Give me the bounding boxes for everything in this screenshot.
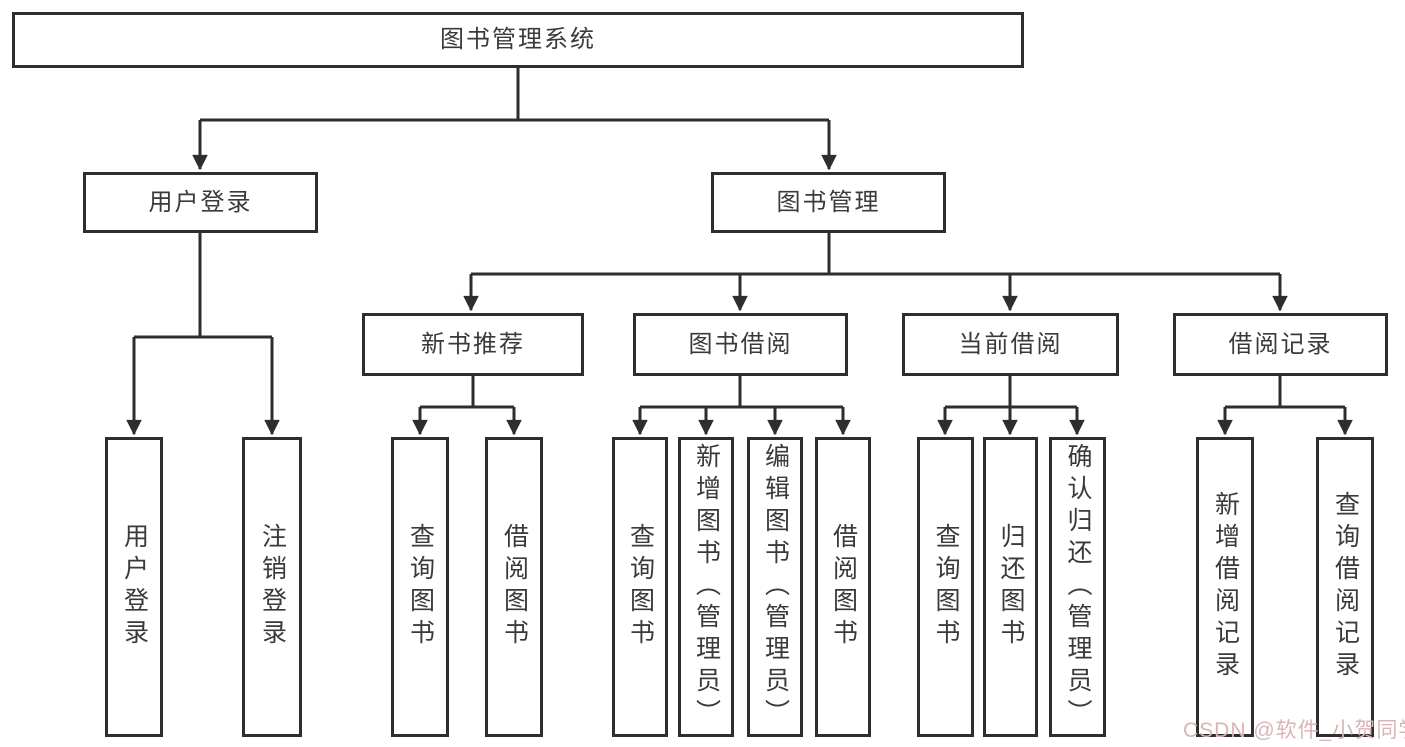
leaf-query-books: 查询图书	[917, 437, 974, 737]
connector-book-management	[471, 233, 1280, 276]
leaf-query-books: 查询图书	[391, 437, 449, 737]
node-label: 确认归还（管理员）	[1064, 443, 1092, 731]
node-label: 图书借阅	[688, 330, 793, 358]
node-label: 查询图书	[932, 523, 960, 651]
node-user-login: 用户登录	[83, 172, 318, 233]
node-root-system: 图书管理系统	[12, 12, 1024, 68]
node-label: 注销登录	[258, 523, 287, 651]
node-label: 新增图书（管理员）	[692, 443, 721, 731]
node-new-book-recommend: 新书推荐	[362, 313, 584, 376]
leaf-edit-books-admin: 编辑图书（管理员）	[747, 437, 803, 737]
leaf-query-books: 查询图书	[612, 437, 668, 737]
node-current-borrow: 当前借阅	[902, 313, 1119, 376]
leaf-borrow-books: 借阅图书	[485, 437, 543, 737]
leaf-confirm-return-admin: 确认归还（管理员）	[1049, 437, 1106, 737]
leaf-add-books-admin: 新增图书（管理员）	[678, 437, 734, 737]
node-label: 新增借阅记录	[1211, 491, 1240, 683]
leaf-query-borrow-record: 查询借阅记录	[1316, 437, 1374, 737]
node-label: 查询借阅记录	[1331, 491, 1360, 683]
leaf-logout-login: 注销登录	[242, 437, 302, 737]
node-label: 编辑图书（管理员）	[761, 443, 790, 731]
csdn-watermark: CSDN @软件_小贺同学	[1183, 719, 1405, 742]
leaf-borrow-books: 借阅图书	[815, 437, 871, 737]
connector-user-login	[134, 233, 272, 339]
leaf-add-borrow-record: 新增借阅记录	[1196, 437, 1254, 737]
node-label: 借阅图书	[500, 523, 529, 651]
node-label: 借阅图书	[829, 523, 858, 651]
leaf-return-books: 归还图书	[983, 437, 1038, 737]
leaf-user-login: 用户登录	[105, 437, 163, 737]
node-label: 用户登录	[148, 188, 253, 216]
node-label: 新书推荐	[421, 330, 525, 358]
node-label: 用户登录	[120, 523, 149, 651]
node-borrow-records: 借阅记录	[1173, 313, 1388, 376]
node-label: 图书管理	[776, 188, 881, 216]
node-book-borrow: 图书借阅	[633, 313, 848, 376]
connector-current-borrow	[945, 376, 1077, 409]
connector-book-borrow	[640, 376, 843, 409]
node-label: 借阅记录	[1228, 330, 1333, 358]
node-label: 查询图书	[406, 523, 435, 651]
connector-new-book-recommend	[420, 376, 514, 409]
connector-borrow-records	[1225, 376, 1345, 409]
node-book-management: 图书管理	[711, 172, 946, 233]
node-label: 归还图书	[997, 523, 1025, 651]
node-label: 当前借阅	[958, 330, 1063, 358]
node-label: 查询图书	[626, 523, 655, 651]
node-label: 图书管理系统	[440, 26, 596, 53]
connector-root	[200, 68, 829, 122]
